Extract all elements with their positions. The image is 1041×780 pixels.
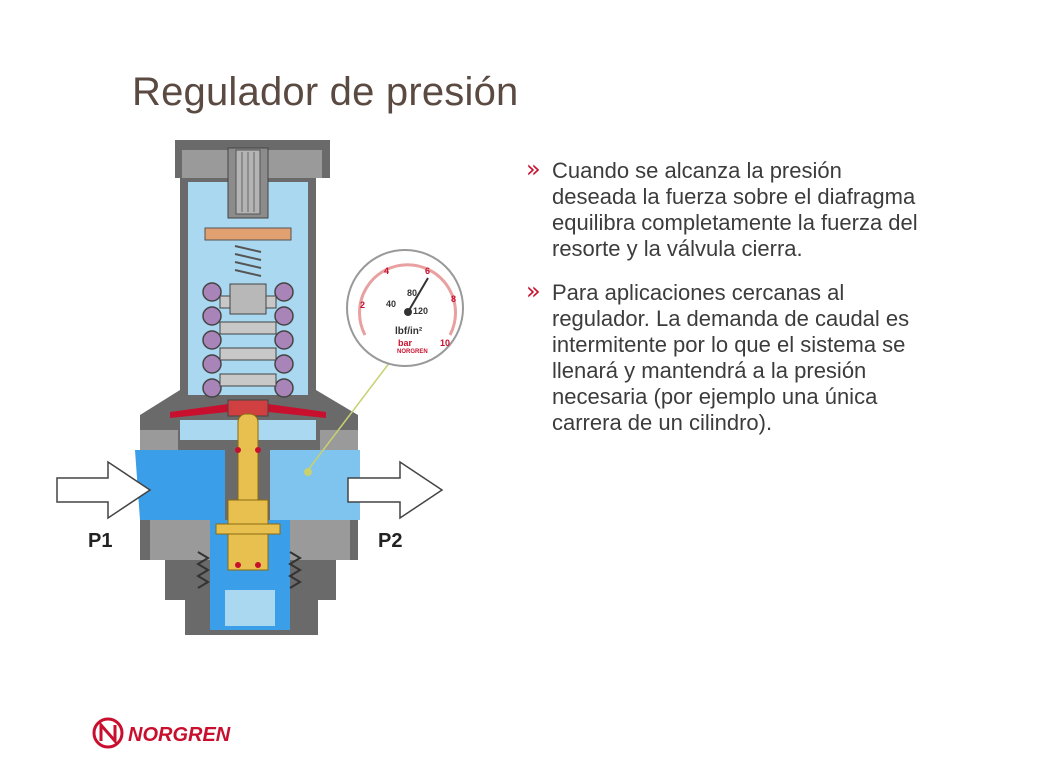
slide-title: Regulador de presión	[132, 70, 519, 114]
bullet-marker-icon: »	[526, 155, 541, 183]
bullet-marker-icon: »	[526, 277, 541, 305]
adjusting-screw-thread	[234, 245, 262, 277]
spring-top-plate	[204, 227, 292, 241]
bullet-text: Para aplicaciones cercanas al regulador.…	[552, 280, 910, 435]
port-label-p1: P1	[88, 530, 113, 552]
pressure-gauge	[346, 249, 464, 367]
gauge-leader-line	[307, 361, 391, 471]
gauge-tick-psi-80: 80	[407, 288, 418, 298]
outlet-arrow	[347, 460, 444, 520]
gauge-tick-bar-4: 4	[384, 266, 390, 276]
inlet-arrow	[56, 460, 152, 520]
bullet-text: Cuando se alcanza la presión deseada la …	[552, 158, 918, 261]
gauge-unit-psi: lbf/in²	[395, 326, 423, 337]
gauge-tick-psi-120: 120	[413, 306, 429, 316]
gauge-needle	[407, 277, 429, 313]
gauge-unit-bar: bar	[398, 338, 413, 348]
outlet-flow	[270, 450, 360, 520]
inlet-flow	[135, 450, 225, 520]
norgren-logo: NORGREN	[92, 715, 262, 756]
bullet-item: » Cuando se alcanza la presión deseada l…	[522, 155, 922, 262]
gauge-tick-bar-10: 10	[440, 338, 451, 348]
port-label-p2: P2	[378, 530, 403, 552]
valve-poppet	[227, 499, 269, 571]
logo-text: NORGREN	[128, 724, 231, 746]
gauge-tick-bar-8: 8	[451, 294, 457, 304]
bullet-item: » Para aplicaciones cercanas al regulado…	[522, 277, 922, 436]
gauge-brand: NORGREN	[397, 349, 428, 355]
norgren-logo-icon: NORGREN	[92, 717, 231, 749]
spring-guide	[229, 283, 267, 315]
gauge-tick-bar-2: 2	[360, 300, 366, 310]
body-gray-mid	[140, 430, 178, 450]
gauge-tick-psi-40: 40	[386, 299, 397, 309]
bullet-list: » Cuando se alcanza la presión deseada l…	[522, 155, 922, 454]
gauge-tick-bar-6: 6	[425, 266, 431, 276]
main-spring	[202, 282, 294, 398]
valve-springs	[196, 551, 302, 589]
